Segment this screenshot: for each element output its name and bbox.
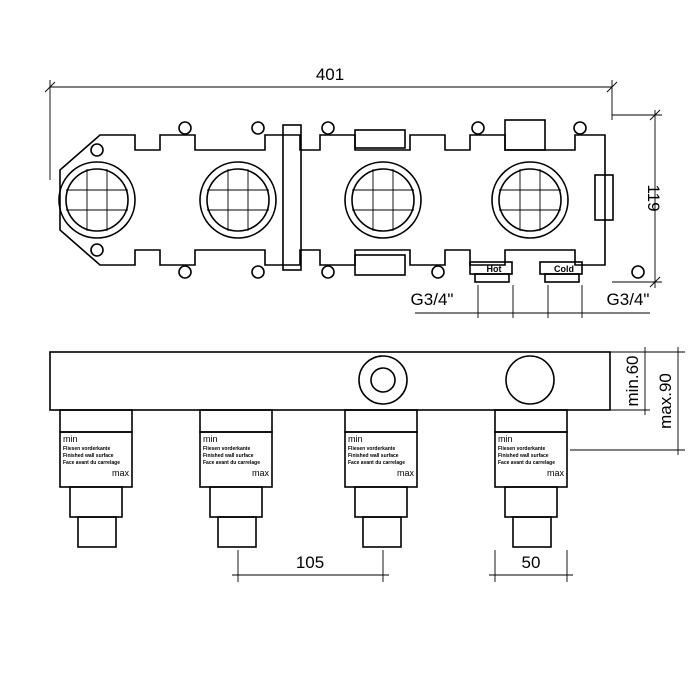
dimension-height: 119 — [612, 109, 663, 288]
leg-4 — [494, 409, 568, 548]
valve-cartridge-4 — [491, 161, 569, 239]
leg-3 — [344, 409, 418, 548]
min-label: min — [498, 434, 513, 444]
dimension-50-label: 50 — [522, 553, 541, 572]
max-label: max — [397, 468, 415, 478]
depth-line3: Face avant du carrelage — [63, 460, 120, 466]
dimension-105-label: 105 — [296, 553, 324, 572]
depth-line2: Finished wall surface — [203, 453, 254, 459]
depth-label-3: min Fliesen vorderkante Finished wall su… — [348, 434, 414, 478]
dimension-leg-width: 50 — [489, 550, 573, 582]
depth-line3: Face avant du carrelage — [498, 460, 555, 466]
depth-line2: Finished wall surface — [498, 453, 549, 459]
side-view: min Fliesen vorderkante Finished wall su… — [49, 351, 611, 548]
thread-right-label: G3/4" — [607, 290, 650, 309]
thread-left-label: G3/4" — [411, 290, 454, 309]
depth-label-4: min Fliesen vorderkante Finished wall su… — [498, 434, 564, 478]
depth-line3: Face avant du carrelage — [203, 460, 260, 466]
depth-line2: Finished wall surface — [348, 453, 399, 459]
depth-label-1: min Fliesen vorderkante Finished wall su… — [63, 434, 129, 478]
min-label: min — [203, 434, 218, 444]
min-label: min — [63, 434, 78, 444]
max-label: max — [547, 468, 565, 478]
depth-line1: Fliesen vorderkante — [348, 446, 395, 452]
depth-line1: Fliesen vorderkante — [63, 446, 110, 452]
depth-dimensions: min.60 max.90 — [570, 347, 685, 455]
valve-cartridge-3 — [344, 161, 422, 239]
cold-port: Cold — [539, 261, 583, 283]
hot-port: Hot — [469, 261, 513, 283]
max-label: max — [252, 468, 270, 478]
cold-label: Cold — [554, 264, 574, 274]
valve-cartridge-1 — [58, 161, 136, 239]
dimension-overall-width: 401 — [44, 65, 618, 180]
hot-label: Hot — [487, 264, 502, 274]
max-label: max — [112, 468, 130, 478]
min-label: min — [348, 434, 363, 444]
min-depth-label: min.60 — [623, 355, 642, 406]
depth-line1: Fliesen vorderkante — [498, 446, 545, 452]
top-view: Hot Cold — [58, 119, 645, 283]
dimension-119-label: 119 — [644, 184, 663, 211]
thread-dimensions: G3/4" G3/4" — [411, 285, 650, 318]
max-depth-label: max.90 — [656, 373, 675, 429]
mounting-holes — [90, 121, 645, 279]
leg-2 — [199, 409, 273, 548]
valve-cartridge-2 — [199, 161, 277, 239]
depth-line3: Face avant du carrelage — [348, 460, 405, 466]
depth-line2: Finished wall surface — [63, 453, 114, 459]
depth-line1: Fliesen vorderkante — [203, 446, 250, 452]
dimension-401-label: 401 — [316, 65, 344, 84]
leg-1 — [59, 409, 133, 548]
dimension-spacing: 105 — [232, 550, 389, 582]
depth-label-2: min Fliesen vorderkante Finished wall su… — [203, 434, 269, 478]
